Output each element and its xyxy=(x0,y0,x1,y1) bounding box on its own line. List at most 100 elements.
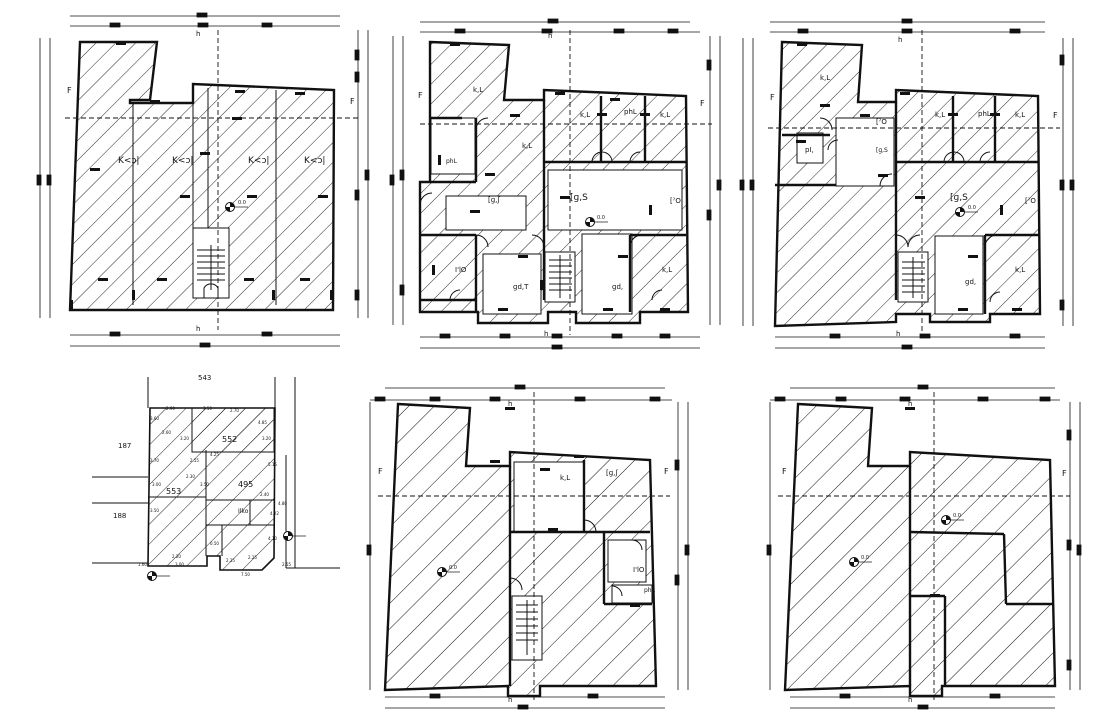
dimension-label: 2.30 xyxy=(186,474,195,479)
plan-6-level: 0.0 xyxy=(861,555,869,561)
plan-1-section-mark: F xyxy=(67,86,72,95)
site-room-label: Ilko xyxy=(238,508,249,515)
dimension-label: 2.90 xyxy=(166,406,175,411)
dimension-label: 5.15 xyxy=(268,462,277,467)
plan-3-room-label: pI, xyxy=(805,146,814,154)
lot-number: 495 xyxy=(238,480,253,489)
lot-number: 553 xyxy=(166,487,181,496)
plan-2-room-label: [ˀO xyxy=(670,197,681,205)
plan-3-room-label: [ˀO xyxy=(876,118,887,126)
plan-3-axis-mark: h xyxy=(896,330,900,338)
plan-3-room-label: ɡd, xyxy=(965,278,976,286)
dimension-label: 3.60 xyxy=(150,416,159,421)
dimension-label: 3.20 xyxy=(262,436,271,441)
site-plan-neighbours: 543 187 188 xyxy=(113,374,211,520)
plan-6-section-mark: F xyxy=(782,467,787,476)
dimension-label: 3.70 xyxy=(150,458,159,463)
dimension-label: 2.60 xyxy=(162,430,171,435)
plan-3-axis-mark: h xyxy=(898,36,902,44)
dimension-label: 0.50 xyxy=(210,541,219,546)
plan-3-room-label: k,L xyxy=(1015,111,1025,119)
plan-5-outline xyxy=(383,402,658,698)
plan-3-level: 0.0 xyxy=(968,205,976,211)
plan-2-room-label: ɡd,T xyxy=(513,283,529,291)
plan-2-room-label: phL xyxy=(624,108,637,116)
plan-2-level: 0.0 xyxy=(597,215,605,221)
plan-2-room-label: [ɡ,S xyxy=(570,193,588,203)
plan-5-dimensions xyxy=(366,384,690,710)
plan-5-level: 0.0 xyxy=(449,565,457,571)
plan-1-room-label: K<ɔ| xyxy=(304,156,325,166)
dimension-label: 3.50 xyxy=(203,406,212,411)
plan-3-room-label: [ɡ,S xyxy=(950,193,968,203)
dimension-label: 4.80 xyxy=(278,501,287,506)
plan-2-room-label: ɡd, xyxy=(612,283,623,291)
plan-1-room-label: K<ɔ| xyxy=(248,156,269,166)
dimension-label: 2.25 xyxy=(248,555,257,560)
dimension-label: 3.50 xyxy=(150,508,159,513)
neighbour-label: 187 xyxy=(118,442,131,450)
dimension-label: 2.55 xyxy=(282,562,291,567)
plan-1-section-mark: F xyxy=(350,97,355,106)
plan-2-room-label: I'lO xyxy=(455,266,467,274)
dimension-label: 2.70 xyxy=(230,408,239,413)
plan-1-level: 0.0 xyxy=(238,200,246,206)
dimension-label: 2.25 xyxy=(226,558,235,563)
plan-3-room-label: [ˀO xyxy=(1025,197,1036,205)
plan-1-axis-mark: h xyxy=(196,325,200,333)
plan-2-room-label: k,L xyxy=(660,111,670,119)
plan-5: k,L [ɡ,ʃ I'lO phL F F h h 0.0 xyxy=(366,384,690,710)
plan-1-room-label: K<ɔ| xyxy=(172,156,193,166)
dimension-label: 4.25 xyxy=(210,452,219,457)
plan-6: F F h h 0.0 0.0 xyxy=(766,384,1082,710)
plan-2-room-label: k,L xyxy=(473,86,483,94)
plan-1-room-label: K<ɔ| xyxy=(118,156,139,166)
plan-5-section-mark: F xyxy=(664,467,669,476)
lot-number: 552 xyxy=(222,435,237,444)
plan-6-axis-mark: h xyxy=(908,400,912,408)
plan-5-room-label: [ɡ,ʃ xyxy=(606,469,618,477)
plan-3: k,L [ˀO k,L phL k,L pI, [ɡ,S [ɡ,S [ˀO ɡd… xyxy=(739,18,1075,350)
plan-2-section-mark: F xyxy=(700,99,705,108)
plan-2-room-label: k,L xyxy=(662,266,672,274)
neighbour-label: 188 xyxy=(113,512,126,520)
plan-5-room-label: I'lO xyxy=(633,566,645,574)
plan-3-room-label: [ɡ,S xyxy=(876,147,888,154)
level-mark-icon xyxy=(147,571,171,581)
dimension-label: 7.50 xyxy=(241,572,250,577)
plan-2-room-label: k,L xyxy=(580,111,590,119)
neighbour-label: 543 xyxy=(198,374,211,382)
plan-3-dimensions xyxy=(739,18,1075,350)
plan-3-section-mark: F xyxy=(770,93,775,102)
plan-1-axis-mark: h xyxy=(196,30,200,38)
plan-3-room-label: k,L xyxy=(1015,266,1025,274)
plan-5-axis-mark: h xyxy=(508,400,512,408)
dimension-label: 3.50 xyxy=(200,482,209,487)
plan-2-room-label: phL xyxy=(446,158,458,165)
plan-3-room-label: k,L xyxy=(935,111,945,119)
plan-2: k,L k,L k,L phL k,L phL [ɡ,ʃ [ɡ,S [ˀO I'… xyxy=(389,18,722,350)
plan-1-dimensions xyxy=(36,12,370,348)
plan-5-section-mark: F xyxy=(378,467,383,476)
dimension-label: 2.40 xyxy=(260,492,269,497)
plan-1: K<ɔ| K<ɔ| K<ɔ| K<ɔ| F F h h 0.0 xyxy=(36,12,370,348)
plan-6-level: 0.0 xyxy=(953,513,961,519)
plan-2-axis-mark: h xyxy=(544,330,548,338)
dimension-label: 2.20 xyxy=(172,554,181,559)
plan-2-dimensions xyxy=(389,18,722,350)
plan-2-room-label: [ɡ,ʃ xyxy=(488,196,500,204)
plan-3-section-mark: F xyxy=(1053,111,1058,120)
plan-3-room-label: k,L xyxy=(820,74,830,82)
dimension-label: 3.00 xyxy=(152,482,161,487)
plan-6-axis-mark: h xyxy=(908,696,912,704)
dimension-label: 3.20 xyxy=(180,436,189,441)
dimension-label: 4.22 xyxy=(270,511,279,516)
dimension-label: 4.10 xyxy=(268,536,277,541)
plan-6-outline xyxy=(783,402,1057,698)
plan-2-room-label: k,L xyxy=(522,142,532,150)
dimension-label: 1.60 xyxy=(138,562,147,567)
plan-2-section-mark: F xyxy=(418,91,423,100)
dimension-label: 2.55 xyxy=(190,458,199,463)
plan-6-section-mark: F xyxy=(1062,469,1067,478)
